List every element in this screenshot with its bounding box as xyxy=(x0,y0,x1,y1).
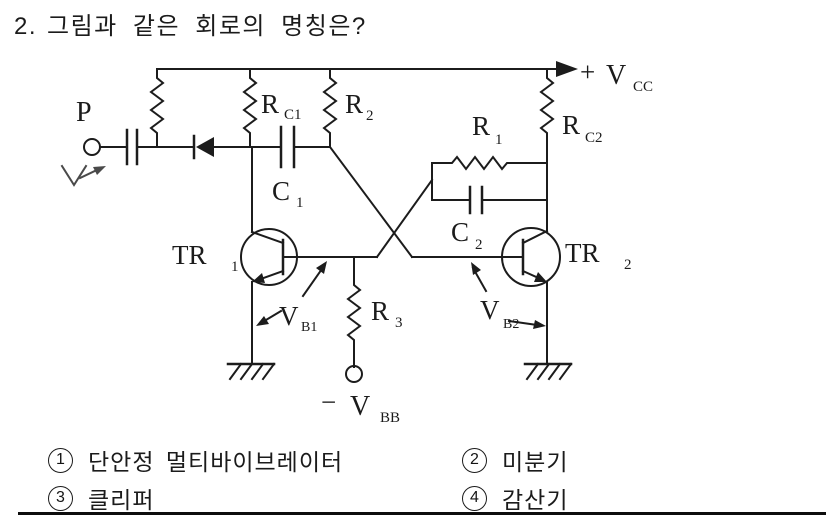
label-r1-sub: 1 xyxy=(495,132,503,148)
capacitor-c2 xyxy=(431,185,548,215)
option-1-number: 1 xyxy=(48,447,73,473)
transistor-tr2 xyxy=(501,227,561,365)
label-r2-sub: 2 xyxy=(366,108,374,124)
label-c2: C xyxy=(451,217,469,247)
label-vcc-sub: CC xyxy=(633,79,653,95)
label-vbb: V xyxy=(350,391,370,422)
resistor-r2 xyxy=(322,68,338,148)
vb2-arrows-icon xyxy=(471,262,546,329)
coupling-wire-b xyxy=(375,178,434,259)
option-2-number: 2 xyxy=(462,447,487,473)
resistor-r3 xyxy=(345,256,363,383)
option-4-label: 감산기 xyxy=(502,487,569,513)
label-rc1: R xyxy=(261,89,279,119)
option-3: 3 클리퍼 xyxy=(48,481,154,515)
option-2-label: 미분기 xyxy=(502,449,569,475)
label-tr1: TR xyxy=(172,240,207,270)
label-r2: R xyxy=(345,89,363,119)
ground-symbol-right xyxy=(523,362,573,381)
option-4: 4 감산기 xyxy=(462,481,568,515)
label-r3-sub: 3 xyxy=(395,315,403,331)
resistor-rc1 xyxy=(242,68,258,148)
label-rc2: R xyxy=(562,110,580,140)
capacitor-c1 xyxy=(279,125,296,169)
label-c2-sub: 2 xyxy=(475,237,483,253)
label-tr1-sub: 1 xyxy=(231,259,239,275)
label-vb1: V xyxy=(279,301,299,331)
label-vbb-sign: − xyxy=(321,387,336,417)
option-4-number: 4 xyxy=(462,485,487,511)
trigger-pulse-icon xyxy=(60,164,106,187)
trigger-resistor xyxy=(149,68,165,148)
label-rc1-sub: C1 xyxy=(284,107,302,123)
label-rc2-sub: C2 xyxy=(585,130,603,146)
vcc-arrow-icon xyxy=(556,61,578,77)
label-vcc-sign: + xyxy=(580,57,595,87)
input-terminal-p xyxy=(83,138,101,156)
option-2: 2 미분기 xyxy=(462,443,568,477)
option-1: 1 단안정 멀티바이브레이터 xyxy=(48,443,343,477)
label-r1: R xyxy=(472,111,490,141)
label-c1: C xyxy=(272,176,290,206)
label-r3: R xyxy=(371,296,389,326)
page-bottom-rule xyxy=(18,512,826,515)
option-3-label: 클리퍼 xyxy=(88,487,155,513)
label-tr2: TR xyxy=(565,238,600,268)
circuit-diagram: P R C1 R 2 R 1 R C2 C 1 C 2 TR 1 TR 2 V … xyxy=(60,57,653,426)
label-tr2-sub: 2 xyxy=(624,257,632,273)
ground-symbol-left xyxy=(226,362,276,381)
option-3-number: 3 xyxy=(48,485,73,511)
tr1-emitter-arrow-icon xyxy=(252,273,265,283)
coupling-wire-a xyxy=(328,145,414,259)
question-title: 2. 그림과 같은 회로의 명칭은? xyxy=(14,6,367,41)
label-vb2: V xyxy=(480,295,500,325)
label-vb1-sub: B1 xyxy=(301,320,317,335)
label-c1-sub: 1 xyxy=(296,195,304,211)
input-capacitor xyxy=(125,128,139,166)
label-vb2-sub: B2 xyxy=(503,317,519,332)
label-p: P xyxy=(76,97,92,128)
question-text: 그림과 같은 회로의 명칭은? xyxy=(47,13,367,40)
label-vcc: V xyxy=(606,60,626,91)
label-vbb-sub: BB xyxy=(380,410,400,426)
option-1-label: 단안정 멀티바이브레이터 xyxy=(88,449,344,475)
vb1-arrows-icon xyxy=(256,261,327,326)
transistor-tr1 xyxy=(240,146,378,365)
resistor-r1 xyxy=(431,155,548,171)
vbb-terminal xyxy=(345,365,363,383)
vcc-rail xyxy=(156,61,578,77)
tr2-emitter-arrow-icon xyxy=(534,272,547,282)
diode-icon xyxy=(192,134,214,160)
resistor-rc2 xyxy=(539,68,555,164)
question-number: 2. xyxy=(14,13,38,40)
